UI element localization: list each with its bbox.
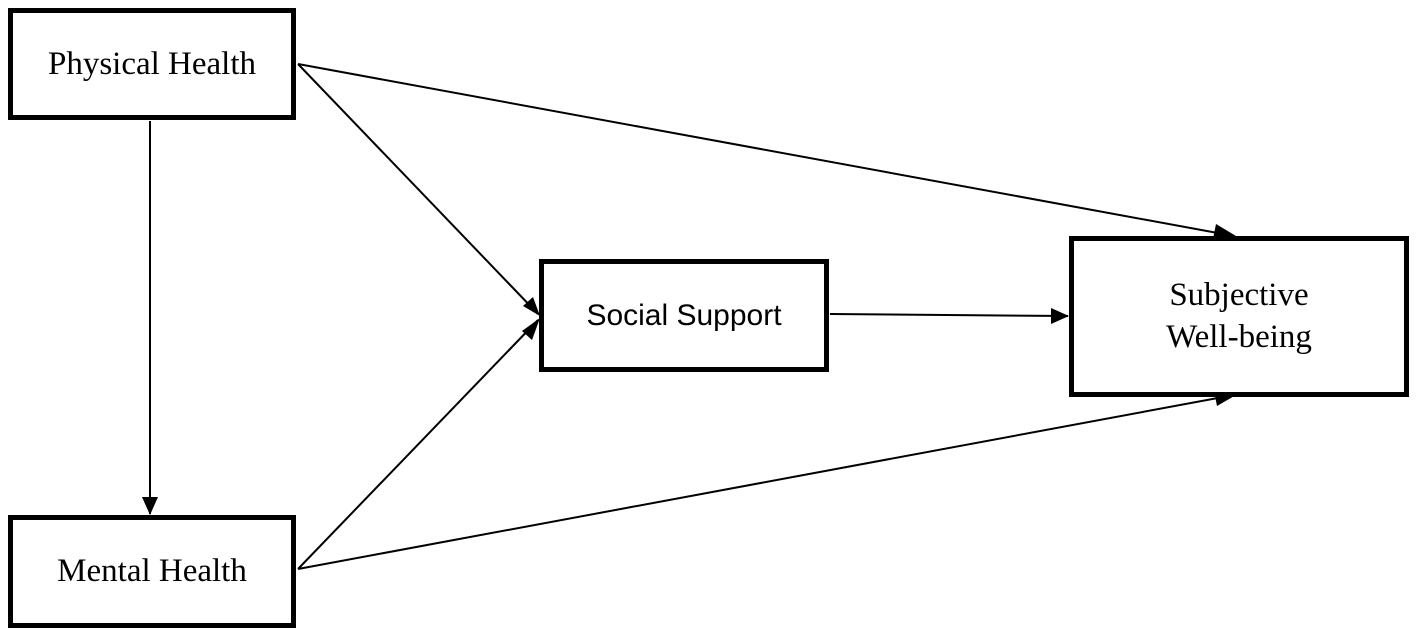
arrowhead-physical-to-social <box>523 297 540 316</box>
social-support-box: Social Support <box>539 259 829 372</box>
edge-physical-to-social <box>297 63 539 315</box>
edge-mental-to-swb <box>297 394 1235 570</box>
edge-physical-to-swb <box>297 63 1235 237</box>
social-support-label: Social Support <box>586 298 782 332</box>
arrowhead-physical-to-swb <box>1213 224 1236 239</box>
edge-mental-to-social <box>297 319 539 570</box>
subjective-wellbeing-line1: Subjective <box>1169 277 1309 314</box>
edge-social-to-swb <box>829 313 1069 317</box>
subjective-wellbeing-box: Subjective Well-being <box>1069 236 1409 397</box>
arrowhead-mental-to-social <box>522 318 540 340</box>
mental-health-label: Mental Health <box>57 553 247 589</box>
mental-health-box: Mental Health <box>8 515 296 628</box>
subjective-wellbeing-line2: Well-being <box>1166 318 1312 355</box>
subjective-wellbeing-label: Subjective Well-being <box>1166 275 1312 358</box>
arrowhead-social-to-swb <box>1051 308 1069 324</box>
arrowhead-physical-to-mental <box>142 497 158 515</box>
physical-health-box: Physical Health <box>8 8 296 120</box>
physical-health-label: Physical Health <box>47 45 257 82</box>
